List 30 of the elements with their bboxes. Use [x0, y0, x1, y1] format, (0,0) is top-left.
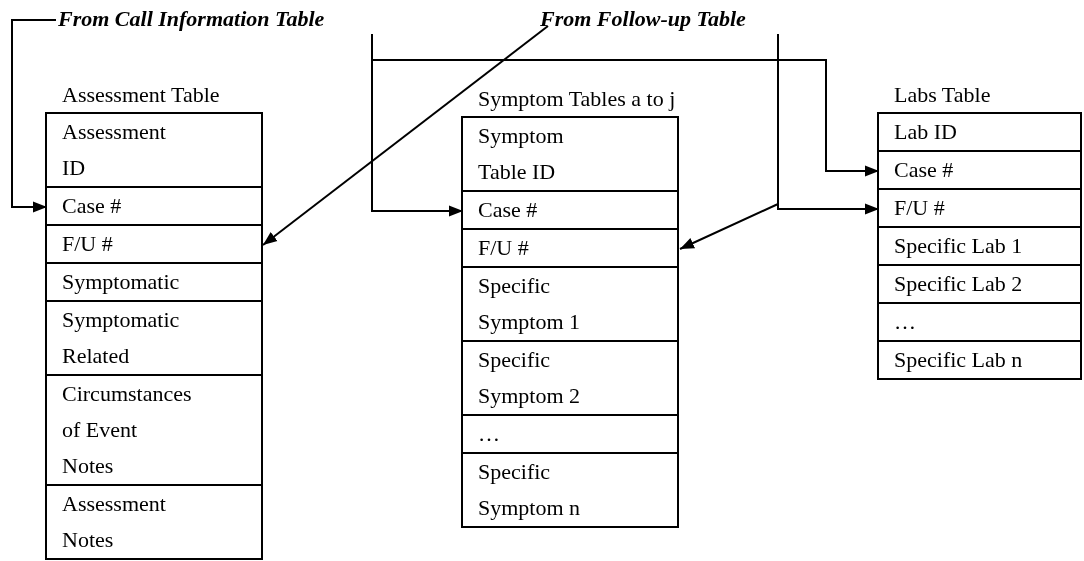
field-name: Assessment ID — [62, 118, 167, 182]
field-name: Symptomatic — [62, 268, 181, 296]
arrow — [679, 33, 779, 250]
field-name: Specific Symptom 1 — [478, 272, 582, 336]
arrow — [11, 19, 57, 213]
field-name: Assessment Notes — [62, 490, 167, 554]
field-name: F/U # — [62, 230, 114, 258]
field-name: Symptom Table ID — [478, 122, 565, 186]
field-name: Specific Symptom n — [478, 458, 582, 522]
field-name: Symptomatic Related — [62, 306, 181, 370]
field-name: F/U # — [894, 194, 946, 222]
field-name: Case # — [894, 156, 955, 184]
field-name: … — [478, 420, 501, 448]
field-name: Circumstances of Event Notes — [62, 380, 193, 480]
field-name: Specific Lab 1 — [894, 232, 1024, 260]
arrow — [262, 25, 549, 246]
field-name: Specific Lab n — [894, 346, 1024, 374]
arrow — [371, 33, 880, 177]
field-name: Specific Lab 2 — [894, 270, 1024, 298]
source-label: From Follow-up Table — [540, 6, 746, 32]
field-name: Case # — [62, 192, 123, 220]
table-title: Assessment Table — [62, 82, 220, 108]
source-label: From Call Information Table — [58, 6, 325, 32]
table-title: Labs Table — [894, 82, 991, 108]
table-title: Symptom Tables a to j — [478, 86, 676, 112]
field-name: Case # — [478, 196, 539, 224]
field-name: F/U # — [478, 234, 530, 262]
field-name: … — [894, 308, 917, 336]
field-name: Lab ID — [894, 118, 958, 146]
field-name: Specific Symptom 2 — [478, 346, 582, 410]
